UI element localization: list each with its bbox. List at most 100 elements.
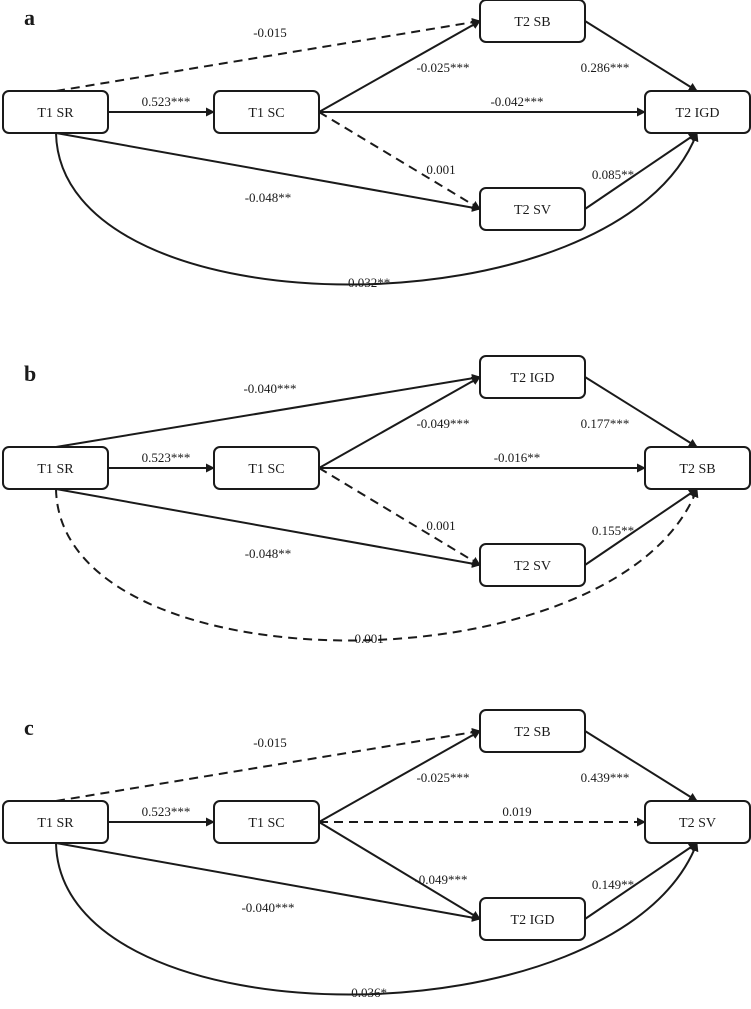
path-bottom-to-right <box>584 842 698 920</box>
node-top: T2 IGD <box>479 355 586 399</box>
path-sc-to-top <box>318 20 481 113</box>
panel-a: a T1 SR T1 SC T2 SB T2 IGD T2 SV -0.015 0.523**… <box>2 0 751 290</box>
node-box <box>644 800 751 844</box>
node-label: T2 SV <box>679 816 716 831</box>
path-sr-to-bottom <box>55 488 481 569</box>
node-label: T1 SR <box>37 816 74 831</box>
coefficient-sc-to-right: 0.019 <box>502 804 531 819</box>
coefficient-sc-to-top: -0.025*** <box>416 60 469 75</box>
coefficient-sr-to-top: -0.015 <box>253 25 287 40</box>
coefficient-sr-to-right: -0.001 <box>350 631 384 646</box>
node-box <box>644 90 751 134</box>
path-sr-to-top <box>55 727 481 802</box>
node-right: T2 IGD <box>644 90 751 134</box>
panel-b: b T1 SR T1 SC T2 IGD T2 SB T2 SV -0.040*** 0.52… <box>2 355 751 646</box>
panel-label: b <box>24 361 36 386</box>
path-sr-to-top <box>55 373 481 448</box>
node-bottom: T2 SV <box>479 543 586 587</box>
coefficient-bottom-to-right: 0.155** <box>592 523 634 538</box>
node-sc: T1 SC <box>213 90 320 134</box>
node-label: T2 SB <box>514 15 550 30</box>
coefficient-sc-to-top: -0.049*** <box>416 416 469 431</box>
path-sc-to-bottom <box>318 467 481 566</box>
coefficient-sr-to-right: -0.036* <box>347 985 387 1000</box>
path-top-to-right <box>584 730 698 802</box>
coefficient-sr-to-sc: 0.523*** <box>142 94 191 109</box>
coefficient-top-to-right: 0.439*** <box>581 770 630 785</box>
coefficient-sr-to-right: -0.032** <box>344 275 391 290</box>
path-top-to-right <box>584 376 698 448</box>
node-label: T2 IGD <box>676 106 720 121</box>
coefficient-sr-to-sc: 0.523*** <box>142 804 191 819</box>
node-box <box>644 446 751 490</box>
node-label: T1 SC <box>248 462 284 477</box>
node-label: T1 SR <box>37 106 74 121</box>
coefficient-sc-to-bottom: 0.001 <box>426 162 455 177</box>
coefficient-bottom-to-right: 0.149** <box>592 877 634 892</box>
coefficient-sr-to-sc: 0.523*** <box>142 450 191 465</box>
coefficient-sc-to-top: -0.025*** <box>416 770 469 785</box>
node-box <box>2 800 109 844</box>
coefficient-sc-to-bottom: -0.049*** <box>414 872 467 887</box>
node-label: T1 SR <box>37 462 74 477</box>
node-box <box>479 543 586 587</box>
path-sr-to-bottom <box>55 132 481 213</box>
coefficient-sc-to-bottom: 0.001 <box>426 518 455 533</box>
node-right: T2 SV <box>644 800 751 844</box>
path-sc-to-bottom <box>318 821 481 920</box>
node-label: T2 SB <box>679 462 715 477</box>
node-bottom: T2 IGD <box>479 897 586 941</box>
path-top-to-right <box>584 20 698 92</box>
path-sc-to-bottom <box>318 111 481 210</box>
node-bottom: T2 SV <box>479 187 586 231</box>
node-right: T2 SB <box>644 446 751 490</box>
path-sr-to-right <box>55 132 699 286</box>
panel-c: c T1 SR T1 SC T2 SB T2 SV T2 IGD -0.015 0.523**… <box>2 709 751 1000</box>
node-label: T2 SV <box>514 559 551 574</box>
node-box <box>479 0 586 43</box>
node-label: T1 SC <box>248 106 284 121</box>
coefficient-sr-to-top: -0.040*** <box>243 381 296 396</box>
node-box <box>2 90 109 134</box>
panel-label: a <box>24 5 35 30</box>
node-box <box>479 897 586 941</box>
path-sr-to-bottom <box>55 842 481 923</box>
path-bottom-to-right <box>584 132 698 210</box>
path-sc-to-top <box>318 730 481 823</box>
node-label: T1 SC <box>248 816 284 831</box>
node-sr: T1 SR <box>2 800 109 844</box>
node-sc: T1 SC <box>213 446 320 490</box>
node-box <box>213 90 320 134</box>
node-box <box>213 800 320 844</box>
coefficient-top-to-right: 0.286*** <box>581 60 630 75</box>
node-label: T2 SV <box>514 203 551 218</box>
coefficient-sr-to-bottom: -0.048** <box>245 190 292 205</box>
node-box <box>213 446 320 490</box>
coefficient-sr-to-bottom: -0.048** <box>245 546 292 561</box>
path-sc-to-top <box>318 376 481 469</box>
coefficient-sr-to-top: -0.015 <box>253 735 287 750</box>
node-label: T2 SB <box>514 725 550 740</box>
path-sr-to-top <box>55 17 481 92</box>
path-bottom-to-right <box>584 488 698 566</box>
coefficient-sc-to-right: -0.016** <box>494 450 541 465</box>
node-sr: T1 SR <box>2 90 109 134</box>
node-top: T2 SB <box>479 0 586 43</box>
node-sc: T1 SC <box>213 800 320 844</box>
coefficient-sc-to-right: -0.042*** <box>490 94 543 109</box>
node-box <box>479 709 586 753</box>
panel-label: c <box>24 715 34 740</box>
node-top: T2 SB <box>479 709 586 753</box>
node-box <box>479 355 586 399</box>
path-sr-to-right <box>55 488 699 642</box>
coefficient-bottom-to-right: 0.085** <box>592 167 634 182</box>
path-sr-to-right <box>55 842 699 996</box>
coefficient-sr-to-bottom: -0.040*** <box>241 900 294 915</box>
node-label: T2 IGD <box>511 371 555 386</box>
node-sr: T1 SR <box>2 446 109 490</box>
node-box <box>479 187 586 231</box>
coefficient-top-to-right: 0.177*** <box>581 416 630 431</box>
node-label: T2 IGD <box>511 913 555 928</box>
node-box <box>2 446 109 490</box>
